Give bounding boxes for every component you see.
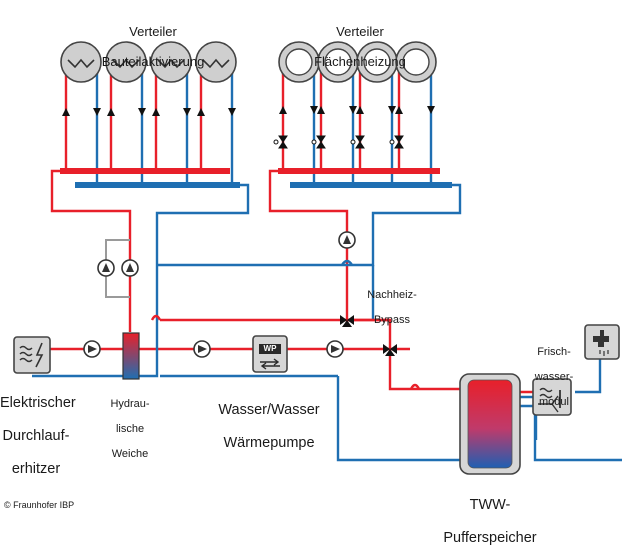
- pump-bta-grey: [97, 259, 115, 277]
- fh-balancing-valves: [273, 135, 404, 149]
- heat-pump: [252, 335, 288, 373]
- coil-4: [195, 41, 237, 83]
- fresh-water-line: [575, 358, 602, 394]
- pumps: [83, 231, 356, 358]
- heating-system-diagram: [13, 41, 622, 475]
- pipe-crossings: [150, 259, 421, 390]
- bta-supply-manifold: [60, 168, 230, 174]
- frisch-line1: Frisch-: [537, 345, 571, 358]
- flaechenheizung-circuits: [281, 70, 433, 186]
- label-nachheiz-bypass: Nachheiz- Bypass: [352, 276, 432, 327]
- verteiler-bta-line1: Verteiler: [129, 23, 177, 39]
- weiche-line2: lische: [115, 422, 145, 435]
- wp-line2: Wärmepumpe: [223, 435, 315, 452]
- loop-4: [395, 41, 437, 83]
- loop-1: [278, 41, 320, 83]
- valve-bypass: [340, 315, 354, 327]
- label-verteiler-bta: Verteiler Bauteilaktivierung: [68, 10, 238, 70]
- loop-3: [356, 41, 398, 83]
- speicher-line2: Pufferspeicher: [443, 530, 537, 547]
- frisch-line3: modul: [539, 396, 569, 409]
- label-tww-pufferspeicher: TWW- Pufferspeicher: [430, 480, 550, 547]
- durchlauf-line2: Durchlauf-: [2, 428, 70, 445]
- bauteilaktivierung-coils: [60, 41, 237, 83]
- verteiler-bta-line2: Bauteilaktivierung: [101, 53, 205, 69]
- electric-heater: [13, 336, 51, 374]
- bauteilaktivierung-circuits: [64, 70, 234, 186]
- coil-3: [150, 41, 192, 83]
- durchlauf-line1: Elektrischer: [0, 394, 76, 411]
- three-way-valves: [340, 315, 397, 356]
- coil-1: [60, 41, 102, 83]
- pump-storage: [326, 340, 344, 358]
- pump-wp: [193, 340, 211, 358]
- copyright: © Fraunhofer IBP: [4, 500, 75, 510]
- fresh-water-module: [532, 378, 572, 416]
- label-frischwassermodul: Frisch- wasser- modul: [526, 333, 582, 409]
- label-hydraulische-weiche: Hydrau- lische Weiche: [102, 385, 158, 461]
- pump-heater: [83, 340, 101, 358]
- loop-2: [317, 41, 359, 83]
- bta-flow-arrows: [62, 108, 236, 116]
- weiche-line1: Hydrau-: [110, 397, 150, 410]
- tap: [584, 324, 620, 360]
- label-durchlauferhitzer: Elektrischer Durchlauf- erhitzer: [0, 378, 76, 478]
- hydraulic-separator: [122, 332, 140, 380]
- wp-box-label: WP: [263, 344, 277, 353]
- pump-fh: [338, 231, 356, 249]
- storage-tank: [459, 373, 521, 475]
- bta-return-manifold: [75, 182, 240, 188]
- valve-storage: [383, 344, 397, 356]
- weiche-line3: Weiche: [111, 448, 149, 461]
- durchlauf-line3: erhitzer: [11, 461, 61, 478]
- fh-flow-arrows: [279, 106, 435, 114]
- fh-return-manifold: [290, 182, 452, 188]
- flaechenheizung-loops: [278, 41, 437, 83]
- frisch-line2: wasser-: [534, 370, 574, 383]
- wp-line1: Wasser/Wasser: [218, 401, 320, 418]
- label-waermepumpe: Wasser/Wasser Wärmepumpe: [204, 385, 334, 452]
- pump-bta: [121, 259, 139, 277]
- nachheiz-line1: Nachheiz-: [367, 288, 417, 301]
- nachheiz-line2: Bypass: [373, 313, 411, 326]
- return-piping: [32, 183, 622, 462]
- fh-supply-manifold: [278, 168, 440, 174]
- coil-2: [105, 41, 147, 83]
- verteiler-fh-line1: Verteiler: [336, 23, 384, 39]
- verteiler-fh-line2: Flächenheizung: [314, 53, 406, 69]
- speicher-line1: TWW-: [469, 496, 511, 513]
- label-verteiler-fh: Verteiler Flächenheizung: [290, 10, 430, 70]
